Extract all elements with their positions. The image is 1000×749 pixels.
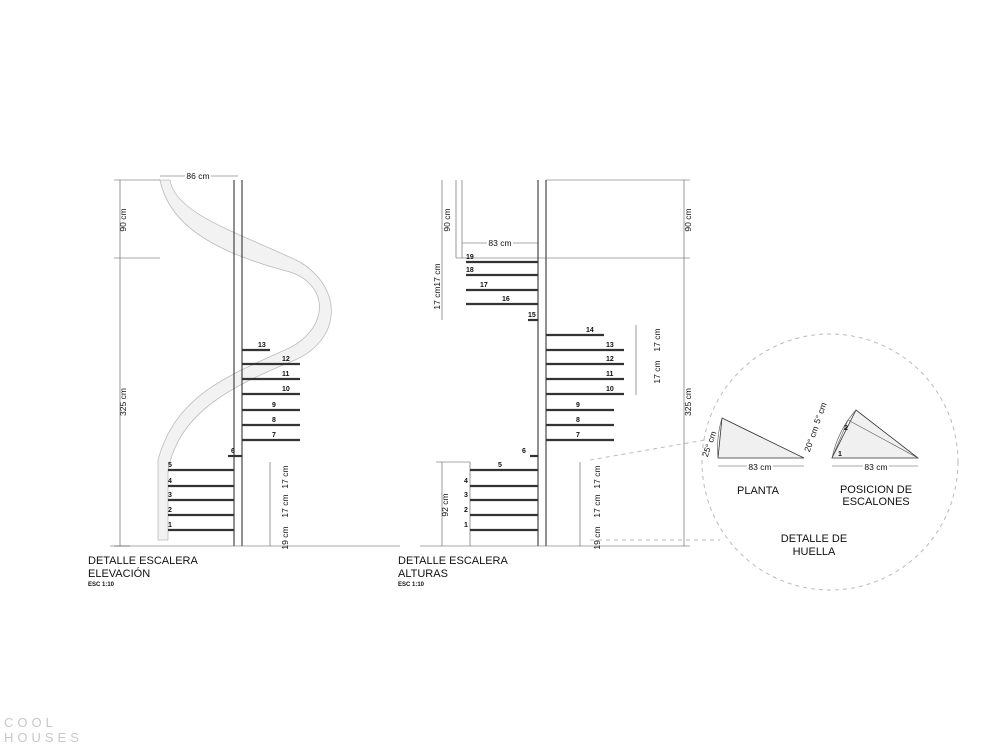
elevation-step-10-number: 10 [282,386,290,393]
plan-length: 83 cm [748,462,771,472]
elevation-step-13-number: 13 [258,342,266,349]
dim-height: 325 cm [118,388,128,416]
dim-width: 86 cm [186,171,209,181]
spiral-stringer [157,179,332,541]
dim-step-mid-b: 17 cm [652,360,662,383]
heights-step-3-number: 3 [464,492,468,499]
heights-step-10-number: 10 [606,386,614,393]
dim-step-upper-a: 17 cm [432,263,442,286]
dim-step-low-a: 17 cm [592,465,602,488]
position-angle-a: 20° cm [802,425,820,453]
dim-first: 19 cm [592,526,602,549]
elevation-view: 90 cm 325 cm 86 cm 17 cm 17 cm 19 cm 123… [88,169,400,588]
elevation-title: DETALLE ESCALERA [88,555,199,567]
dim-width: 83 cm [488,238,511,248]
position-angle-b: 5° cm [812,401,829,425]
dim-height: 325 cm [683,388,693,416]
elevation-step-9-number: 9 [272,402,276,409]
heights-step-11-number: 11 [606,371,614,378]
heights-step-18-number: 18 [466,267,474,274]
detail-title: DETALLE DE [781,533,847,545]
heights-step-13-number: 13 [606,342,614,349]
dim-step-b: 17 cm [280,494,290,517]
dim-first: 19 cm [280,526,290,549]
heights-step-9-number: 9 [576,402,580,409]
heights-step-17-number: 17 [480,282,488,289]
heights-step-15-number: 15 [528,312,536,319]
watermark-cool: COOL [4,715,57,730]
dim-step-mid-a: 17 cm [652,328,662,351]
dim-landing: 92 cm [440,493,450,516]
elevation-step-3-number: 3 [168,492,172,499]
elevation-step-11-number: 11 [282,371,290,378]
heights-step-8-number: 8 [576,417,580,424]
heights-subtitle: ALTURAS [398,568,448,580]
dim-top-left: 90 cm [442,208,452,231]
detail-subtitle: HUELLA [793,546,836,558]
heights-step-6-number: 6 [522,448,526,455]
heights-step-4-number: 4 [464,478,468,485]
tread-detail: 83 cm 25° cm PLANTA 83 cm 20° cm 5° cm 1… [589,333,959,591]
heights-title: DETALLE ESCALERA [398,555,509,567]
watermark-houses: HOUSES [4,730,83,745]
elevation-step-8-number: 8 [272,417,276,424]
dim-step-a: 17 cm [280,465,290,488]
heights-view: 90 cm 17 cm 17 cm 92 cm 83 cm 90 cm 325 … [398,179,693,588]
heights-scale: ESC 1:10 [398,582,425,588]
dim-step-low-b: 17 cm [592,494,602,517]
plan-wedge [717,417,805,459]
dim-top: 90 cm [118,208,128,231]
dim-step-upper-b: 17 cm [432,286,442,309]
elevation-step-1-number: 1 [168,522,172,529]
plan-label: PLANTA [737,485,780,497]
position-step-1: 1 [838,451,842,458]
heights-step-12-number: 12 [606,356,614,363]
elevation-step-12-number: 12 [282,356,290,363]
elevation-step-7-number: 7 [272,432,276,439]
detail-callout-circle [701,333,959,591]
dim-top-right: 90 cm [683,208,693,231]
plan-angle: 25° cm [700,430,718,458]
position-label-2: ESCALONES [842,496,909,508]
heights-step-1-number: 1 [464,522,468,529]
heights-step-2-number: 2 [464,507,468,514]
elevation-step-5-number: 5 [168,462,172,469]
heights-step-7-number: 7 [576,432,580,439]
elevation-scale: ESC 1:10 [88,582,115,588]
heights-step-16-number: 16 [502,296,510,303]
heights-step-14-number: 14 [586,327,594,334]
elevation-subtitle: ELEVACIÓN [88,567,150,580]
heights-step-19-number: 19 [466,254,474,261]
elevation-step-6-number: 6 [231,448,235,455]
position-step-2: 2 [844,425,848,432]
elevation-step-2-number: 2 [168,507,172,514]
heights-step-5-number: 5 [498,462,502,469]
position-label: POSICION DE [840,484,912,496]
elevation-step-4-number: 4 [168,478,172,485]
position-length: 83 cm [864,462,887,472]
